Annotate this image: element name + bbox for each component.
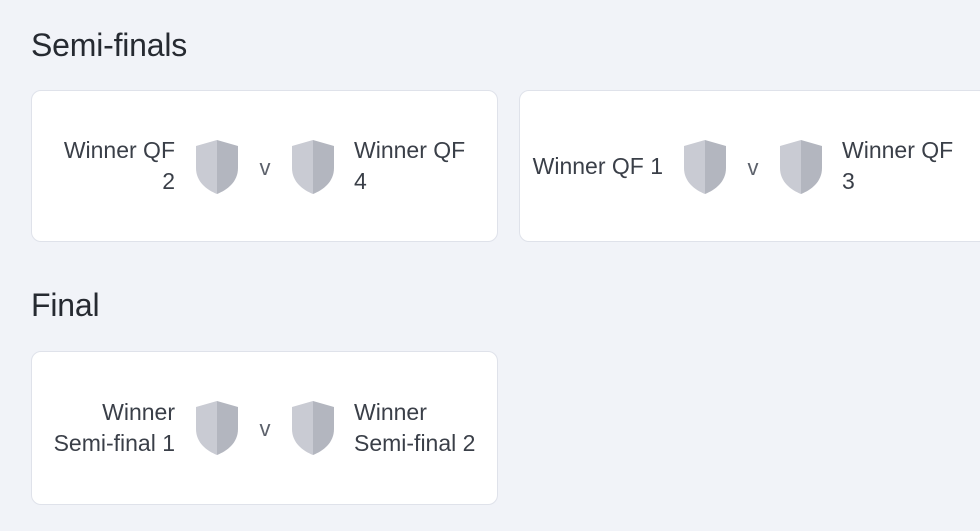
match-card-final[interactable]: Winner Semi-final 1 v Winner Semi-final … (31, 351, 498, 505)
home-team-name: Winner QF 2 (63, 137, 175, 194)
away-team: Winner QF 3 (842, 91, 972, 241)
shield-icon (682, 138, 728, 196)
shield-icon (778, 138, 824, 196)
away-team-name: Winner QF 3 (842, 137, 954, 194)
versus-label: v (259, 416, 271, 441)
shield-icon-graphic (780, 140, 822, 194)
home-team: Winner QF 1 (533, 91, 663, 241)
shield-icon-graphic (292, 401, 334, 455)
shield-icon-graphic (196, 140, 238, 194)
home-team: Winner QF 2 (45, 91, 175, 241)
match-card-semi-final-1[interactable]: Winner QF 2 v Winner QF 4 (31, 90, 498, 242)
home-team-name: Winner QF 1 (532, 152, 663, 179)
versus-label: v (747, 155, 759, 180)
section-title-semi-finals: Semi-finals (31, 27, 188, 63)
shield-icon-graphic (196, 401, 238, 455)
shield-icon (290, 399, 336, 457)
home-team: Winner Semi-final 1 (45, 352, 175, 504)
away-team: Winner Semi-final 2 (354, 352, 479, 504)
shield-icon (194, 138, 240, 196)
away-team-name: Winner Semi-final 2 (354, 399, 476, 456)
match-card-semi-final-2[interactable]: Winner QF 1 v Winner QF 3 (519, 90, 980, 242)
away-team-name: Winner QF 4 (354, 137, 466, 194)
shield-icon-graphic (684, 140, 726, 194)
shield-icon (290, 138, 336, 196)
away-team: Winner QF 4 (354, 91, 484, 241)
shield-icon-graphic (292, 140, 334, 194)
section-title-final: Final (31, 287, 100, 323)
versus-label: v (259, 155, 271, 180)
home-team-name: Winner Semi-final 1 (53, 399, 175, 456)
shield-icon (194, 399, 240, 457)
